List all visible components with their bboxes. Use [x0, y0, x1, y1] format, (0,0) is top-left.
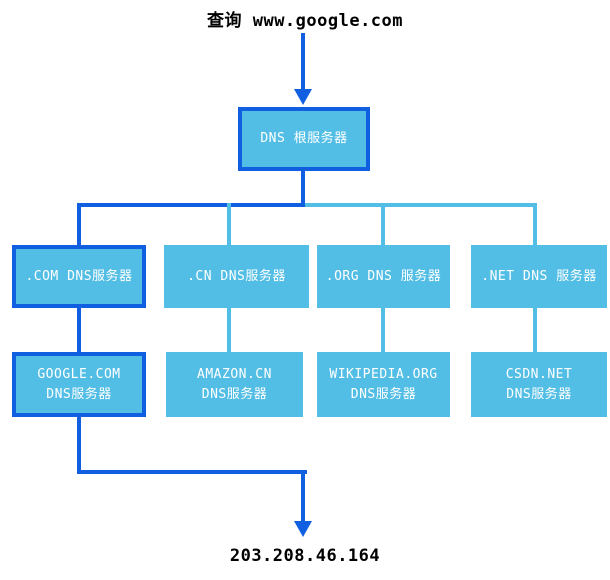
branch-line-org: [381, 203, 385, 245]
node-amazon-cn-name: AMAZON.CN: [197, 366, 272, 382]
node-csdn-net: CSDN.NET DNS服务器: [471, 352, 607, 417]
bus-line-right: [303, 203, 537, 207]
result-path-down-segment: [77, 417, 81, 474]
node-cn-tld-label: .CN DNS服务器: [187, 268, 286, 284]
node-net-tld: .NET DNS 服务器: [471, 245, 607, 308]
node-wikipedia-org: WIKIPEDIA.ORG DNS服务器: [317, 352, 450, 417]
connector-net-to-csdn: [533, 308, 537, 352]
node-csdn-net-type: DNS服务器: [506, 386, 572, 402]
result-ip: 203.208.46.164: [229, 546, 381, 566]
node-wikipedia-org-name: WIKIPEDIA.ORG: [329, 366, 438, 382]
connector-cn-to-amazon: [227, 308, 231, 352]
branch-line-cn: [227, 203, 231, 245]
branch-line-net: [533, 203, 537, 245]
node-cn-tld: .CN DNS服务器: [164, 245, 309, 308]
node-google-com: GOOGLE.COM DNS服务器: [12, 352, 146, 417]
query-label: 查询 www.google.com: [206, 11, 404, 31]
query-arrow-down-icon: [294, 89, 312, 105]
node-csdn-net-name: CSDN.NET: [505, 366, 573, 382]
node-google-com-name: GOOGLE.COM: [37, 366, 121, 382]
connector-org-to-wikipedia: [381, 308, 385, 352]
node-org-tld-label: .ORG DNS 服务器: [325, 268, 442, 284]
node-net-tld-label: .NET DNS 服务器: [481, 268, 597, 284]
node-amazon-cn-type: DNS服务器: [201, 386, 268, 402]
node-com-tld-label: .COM DNS服务器: [25, 268, 133, 284]
connector-com-to-google: [77, 308, 81, 352]
node-wikipedia-org-type: DNS服务器: [350, 386, 417, 402]
connector-root-to-bus: [301, 171, 305, 207]
result-arrow-down-icon: [294, 521, 312, 537]
node-org-tld: .ORG DNS 服务器: [317, 245, 450, 308]
node-dns-root-label: DNS 根服务器: [260, 131, 348, 146]
node-com-tld: .COM DNS服务器: [12, 245, 146, 308]
query-arrow-shaft: [301, 33, 305, 90]
result-arrow-shaft: [301, 470, 305, 522]
result-path-horizontal-segment: [77, 470, 307, 474]
node-dns-root: DNS 根服务器: [238, 107, 370, 171]
node-google-com-type: DNS服务器: [46, 386, 112, 402]
branch-line-com: [77, 203, 81, 245]
node-amazon-cn: AMAZON.CN DNS服务器: [166, 352, 303, 417]
bus-line-left: [77, 203, 305, 207]
